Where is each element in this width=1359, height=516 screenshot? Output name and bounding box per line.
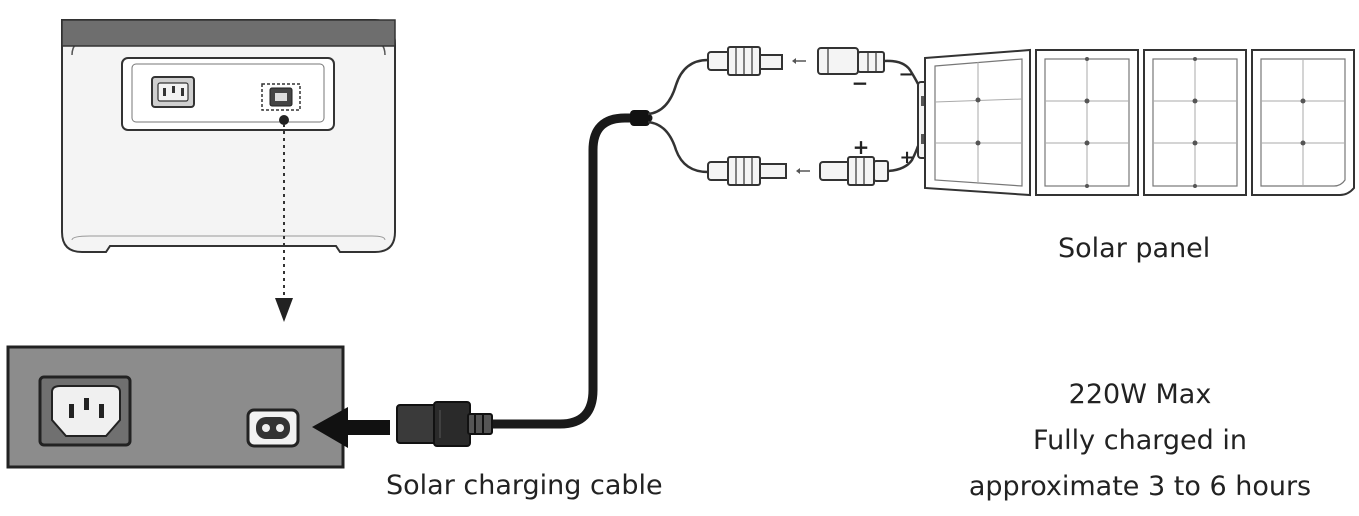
charge-time-line-1: Fully charged in — [1033, 425, 1247, 456]
charging-spec-block: 220W Max Fully charged in approximate 3 … — [940, 372, 1340, 510]
insert-arrow-icon — [312, 407, 390, 448]
connect-arrow-icon — [792, 58, 806, 64]
polarity-positive-cable: + — [853, 135, 870, 159]
connect-arrow-icon — [796, 168, 810, 174]
ac-inlet-small-icon — [151, 76, 195, 108]
zoom-leader-arrow — [275, 115, 293, 322]
mc4-connector-icon — [707, 46, 920, 186]
solar-port-small-icon — [261, 83, 301, 111]
cable-plug-connector-icon — [396, 401, 493, 447]
port-panel-closeup — [6, 345, 345, 469]
charge-time-line-2: approximate 3 to 6 hours — [968, 471, 1312, 502]
polarity-positive-panel: + — [899, 147, 914, 168]
solar-panel-label: Solar panel — [1058, 233, 1211, 264]
ac-inlet-icon — [38, 375, 132, 447]
polarity-negative-cable: − — [852, 71, 869, 95]
max-power-text: 220W Max — [1068, 379, 1212, 410]
solar-charging-cable — [396, 58, 709, 447]
solar-panel-icon — [917, 48, 1355, 197]
charging-cable-label: Solar charging cable — [386, 470, 663, 501]
power-station-icon — [61, 19, 396, 253]
polarity-negative-panel: − — [898, 64, 913, 85]
solar-input-port-icon — [246, 408, 300, 448]
